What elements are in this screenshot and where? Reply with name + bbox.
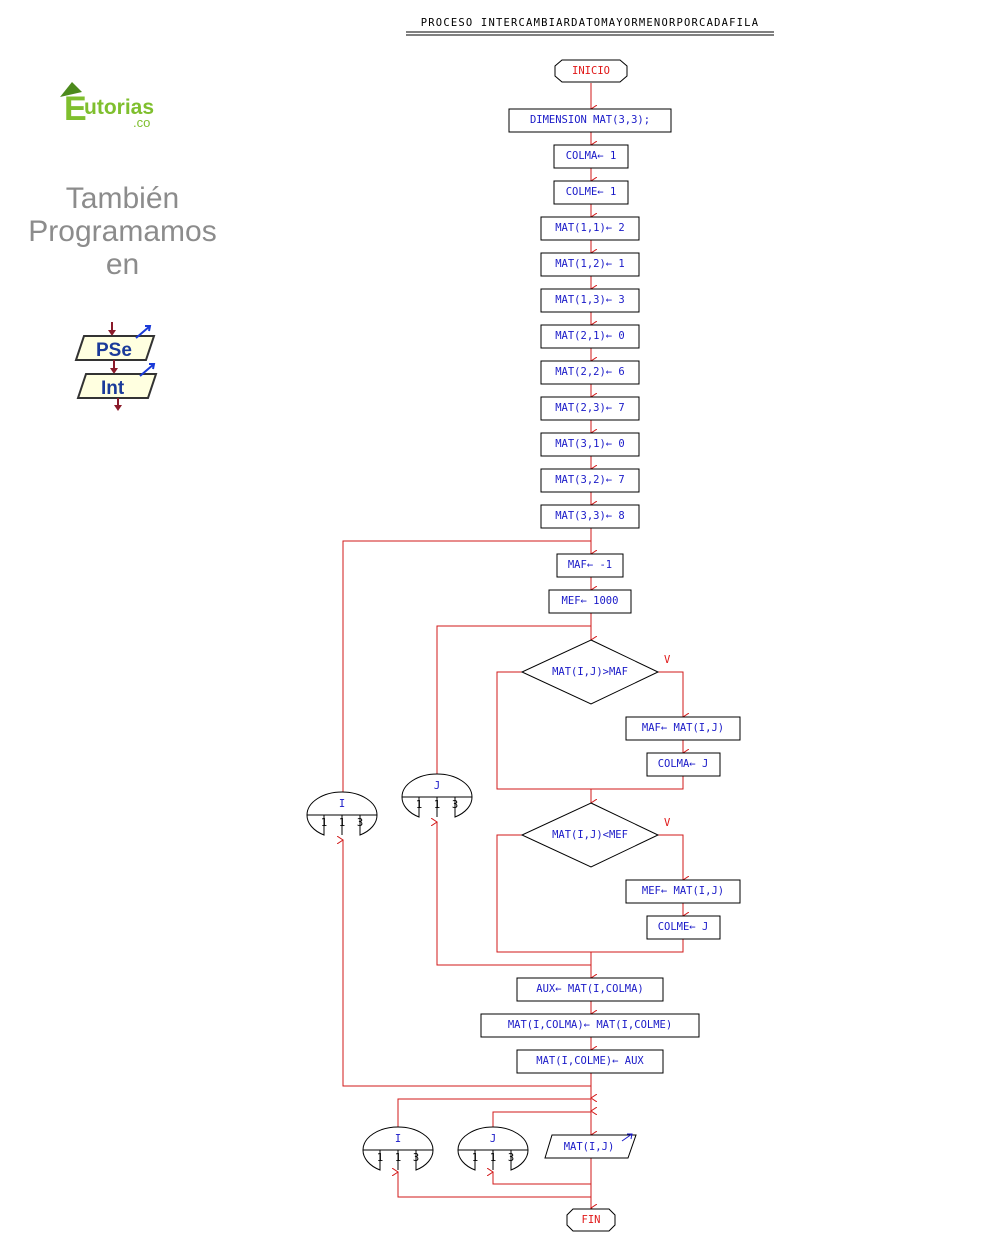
- svg-text:I: I: [395, 1133, 401, 1145]
- step-mat-3-1: MAT(3,1)← 0: [540, 432, 640, 457]
- svg-text:3: 3: [508, 1152, 514, 1164]
- svg-text:MAT(3,1)← 0: MAT(3,1)← 0: [555, 438, 625, 450]
- svg-text:COLMA← J: COLMA← J: [658, 758, 709, 770]
- start-terminal: INICIO: [554, 59, 628, 83]
- decision2-true-label: V: [664, 817, 671, 829]
- step-mat-2-3: MAT(2,3)← 7: [540, 396, 640, 421]
- svg-text:MEF← 1000: MEF← 1000: [562, 595, 619, 607]
- svg-text:COLME← 1: COLME← 1: [566, 186, 617, 198]
- loop-inner-j: J 1 1 3: [401, 773, 473, 818]
- svg-text:INICIO: INICIO: [572, 65, 610, 77]
- loop-outer-i: I 1 1 3: [306, 791, 378, 836]
- svg-text:MAT(3,2)← 7: MAT(3,2)← 7: [555, 474, 625, 486]
- step-aux-assign: AUX← MAT(I,COLMA): [516, 977, 664, 1002]
- svg-text:1: 1: [434, 799, 440, 811]
- svg-text:1: 1: [321, 817, 327, 829]
- svg-text:MAT(3,3)← 8: MAT(3,3)← 8: [555, 510, 625, 522]
- svg-text:3: 3: [413, 1152, 419, 1164]
- step-colme-assign: COLME← J: [646, 915, 721, 940]
- step-maf-assign: MAF← MAT(I,J): [625, 716, 741, 741]
- step-mat-3-3: MAT(3,3)← 8: [540, 504, 640, 529]
- step-mat-3-2: MAT(3,2)← 7: [540, 468, 640, 493]
- svg-text:1: 1: [416, 799, 422, 811]
- tagline-line2: Programamos: [28, 215, 217, 248]
- svg-text:1: 1: [472, 1152, 478, 1164]
- step-dimension: DIMENSION MAT(3,3);: [508, 108, 672, 133]
- tagline-line3: en: [105, 248, 140, 281]
- pseint-logo: PSe Int: [74, 322, 158, 411]
- loop-output-i: I 1 1 3: [362, 1126, 434, 1171]
- end-terminal: FIN: [566, 1208, 616, 1232]
- tagline-line1: También: [65, 182, 180, 215]
- svg-text:MAT(I,J)<MEF: MAT(I,J)<MEF: [552, 829, 628, 841]
- decision-less-than-mef: MAT(I,J)<MEF: [520, 802, 660, 868]
- output-mat: MAT(I,J): [544, 1133, 637, 1159]
- svg-text:Int: Int: [101, 378, 125, 399]
- svg-text:MEF← MAT(I,J): MEF← MAT(I,J): [642, 885, 724, 897]
- svg-text:AUX← MAT(I,COLMA): AUX← MAT(I,COLMA): [536, 983, 643, 995]
- svg-text:1: 1: [377, 1152, 383, 1164]
- svg-text:MAT(2,2)← 6: MAT(2,2)← 6: [555, 366, 625, 378]
- decision-greater-than-maf: MAT(I,J)>MAF: [520, 639, 660, 705]
- eutorias-logo: E utorias .co: [60, 82, 154, 130]
- tagline: También Programamos en: [15, 182, 230, 281]
- svg-text:FIN: FIN: [582, 1214, 601, 1226]
- loop-output-j: J 1 1 3: [457, 1126, 529, 1171]
- step-maf-init: MAF← -1: [556, 553, 624, 578]
- svg-text:COLMA← 1: COLMA← 1: [566, 150, 617, 162]
- svg-text:3: 3: [357, 817, 363, 829]
- step-colma-assign: COLMA← J: [646, 752, 721, 777]
- svg-text:MAT(I,COLMA)← MAT(I,COLME): MAT(I,COLMA)← MAT(I,COLME): [508, 1019, 672, 1031]
- svg-text:MAT(I,J): MAT(I,J): [564, 1141, 615, 1153]
- svg-text:MAT(1,3)← 3: MAT(1,3)← 3: [555, 294, 625, 306]
- step-mat-1-3: MAT(1,3)← 3: [540, 288, 640, 313]
- step-mat-1-2: MAT(1,2)← 1: [540, 252, 640, 277]
- page-title: PROCESO INTERCAMBIARDATOMAYORMENORPORCAD…: [421, 17, 759, 29]
- svg-text:.co: .co: [133, 115, 150, 130]
- svg-text:utorias: utorias: [84, 96, 154, 119]
- svg-text:1: 1: [490, 1152, 496, 1164]
- step-mef-init: MEF← 1000: [548, 589, 632, 614]
- svg-text:MAT(I,J)>MAF: MAT(I,J)>MAF: [552, 666, 628, 678]
- step-colme-init: COLME← 1: [553, 180, 629, 205]
- svg-text:MAT(1,2)← 1: MAT(1,2)← 1: [555, 258, 625, 270]
- svg-text:MAF← MAT(I,J): MAF← MAT(I,J): [642, 722, 724, 734]
- svg-text:J: J: [490, 1133, 496, 1145]
- svg-text:MAT(2,3)← 7: MAT(2,3)← 7: [555, 402, 625, 414]
- svg-text:COLME← J: COLME← J: [658, 921, 709, 933]
- svg-text:MAF← -1: MAF← -1: [568, 559, 612, 571]
- step-mef-assign: MEF← MAT(I,J): [625, 879, 741, 904]
- svg-text:MAT(1,1)← 2: MAT(1,1)← 2: [555, 222, 625, 234]
- svg-text:1: 1: [395, 1152, 401, 1164]
- svg-text:MAT(2,1)← 0: MAT(2,1)← 0: [555, 330, 625, 342]
- connector-lines: [343, 83, 683, 1208]
- svg-text:1: 1: [339, 817, 345, 829]
- svg-text:I: I: [339, 798, 345, 810]
- svg-text:PSe: PSe: [96, 340, 132, 361]
- step-mat-1-1: MAT(1,1)← 2: [540, 216, 640, 241]
- step-mat-2-1: MAT(2,1)← 0: [540, 324, 640, 349]
- svg-text:3: 3: [452, 799, 458, 811]
- step-swap-assign: MAT(I,COLMA)← MAT(I,COLME): [480, 1013, 700, 1038]
- svg-text:J: J: [434, 780, 440, 792]
- step-colma-init: COLMA← 1: [553, 144, 629, 169]
- svg-text:E: E: [64, 90, 87, 128]
- decision1-true-label: V: [664, 654, 671, 666]
- step-mat-2-2: MAT(2,2)← 6: [540, 360, 640, 385]
- step-colme-aux-assign: MAT(I,COLME)← AUX: [516, 1049, 664, 1074]
- svg-text:MAT(I,COLME)← AUX: MAT(I,COLME)← AUX: [536, 1055, 644, 1067]
- svg-text:DIMENSION MAT(3,3);: DIMENSION MAT(3,3);: [530, 114, 650, 126]
